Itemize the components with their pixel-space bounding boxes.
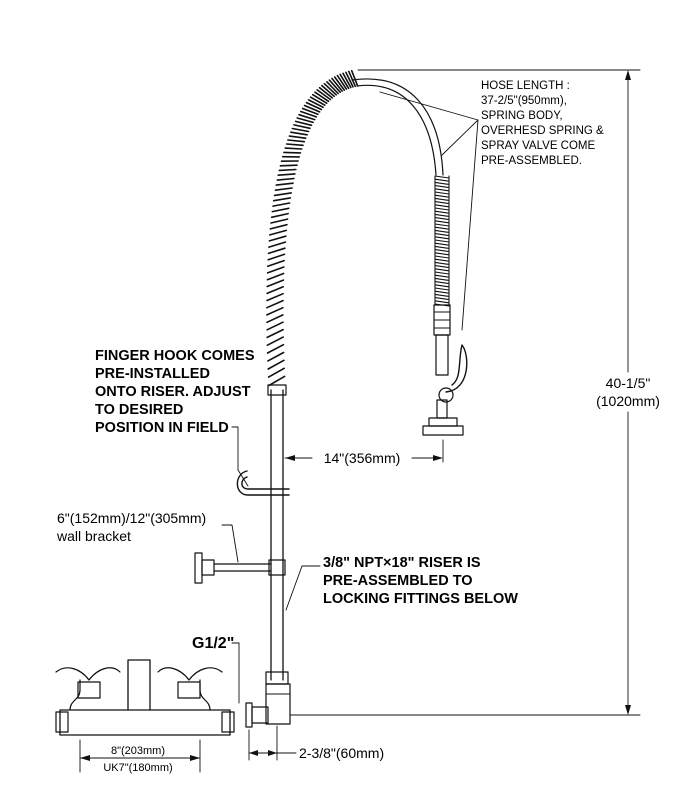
riser-line-2: PRE-ASSEMBLED TO [323,573,473,589]
offset-dimension [248,725,297,761]
hose-note-line-2: 37-2/5"(950mm), [481,95,567,107]
hose-note-line-3: SPRING BODY, [481,110,563,122]
faucet-centers-dimension [79,739,201,773]
hose-note-line-5: SPRAY VALVE COME [481,140,596,152]
wall-bracket [194,552,286,584]
faucet-centers-uk-label: UK7"(180mm) [103,762,172,774]
hose-note-line-6: PRE-ASSEMBLED. [481,155,582,167]
overhead-spring [266,69,359,387]
height-imperial-label: 40-1/5" [606,375,651,391]
spray-hose [351,78,444,176]
faucet-centers-label: 8"(203mm) [111,745,165,757]
hose-length-note: HOSE LENGTH : 37-2/5"(950mm), SPRING BOD… [379,80,604,331]
reach-label: 14"(356mm) [324,450,401,466]
hose-note-line-4: OVERHESD SPRING & [481,125,604,137]
spray-valve [422,304,468,436]
spray-valve-spring [434,175,450,307]
wall-bracket-label: wall bracket [56,528,131,544]
spring-coil [266,69,359,387]
finger-hook [236,470,290,496]
height-metric-label: (1020mm) [596,393,660,409]
finger-hook-line-2: PRE-INSTALLED [95,366,210,382]
finger-hook-line-3: ONTO RISER. ADJUST [95,384,251,400]
riser-line-3: LOCKING FITTINGS BELOW [323,591,518,607]
wall-mount-faucet [55,659,235,736]
hose-note-line-1: HOSE LENGTH : [481,80,570,92]
spray-spring-coil [434,175,450,307]
offset-label: 2-3/8"(60mm) [299,745,384,761]
finger-hook-line-1: FINGER HOOK COMES [95,348,255,364]
finger-hook-line-5: POSITION IN FIELD [95,420,229,436]
finger-hook-note: FINGER HOOK COMES PRE-INSTALLED ONTO RIS… [95,348,255,487]
height-dimension [289,69,641,716]
thread-label: G1/2" [192,635,234,652]
finger-hook-line-4: TO DESIRED [95,402,183,418]
elbow-locking-fitting [245,683,291,728]
riser-note: 3/8" NPT×18" RISER IS PRE-ASSEMBLED TO L… [285,555,518,611]
riser-line-1: 3/8" NPT×18" RISER IS [323,555,481,571]
wall-bracket-size-label: 6"(152mm)/12"(305mm) [57,510,206,526]
riser-pipe [265,384,289,685]
reach-dimension [284,439,444,463]
